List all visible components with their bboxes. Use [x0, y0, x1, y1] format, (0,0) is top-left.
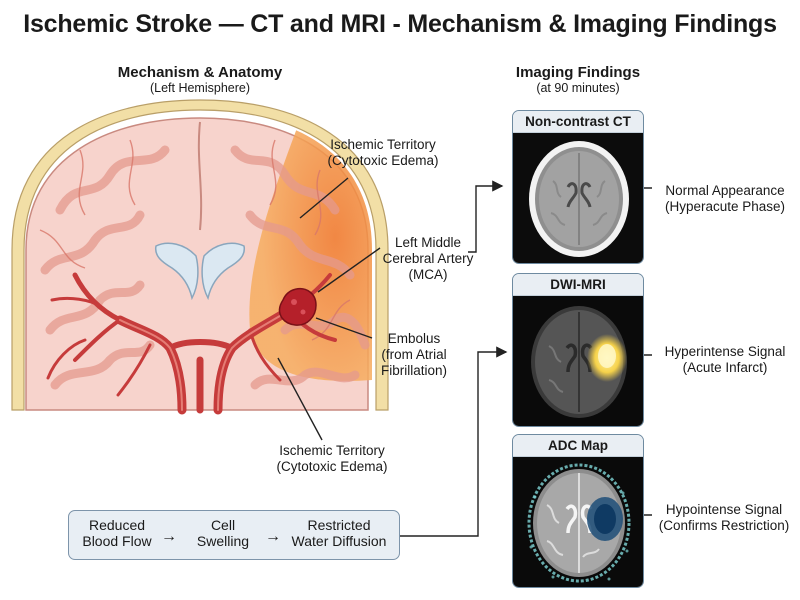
ct-scan-image [513, 133, 643, 263]
left-heading: Mechanism & Anatomy (Left Hemisphere) [70, 64, 330, 96]
right-heading-title: Imaging Findings [515, 64, 641, 81]
embolus-label: Embolus (from Atrial Fibrillation) [380, 331, 448, 379]
flow-arrow-1: → [161, 528, 177, 545]
dwi-panel: DWI-MRI [512, 273, 644, 427]
adc-panel-title: ADC Map [513, 435, 643, 457]
dwi-panel-title: DWI-MRI [513, 274, 643, 296]
pathophysiology-flow: Reduced Blood Flow → Cell Swelling → Res… [68, 510, 400, 560]
adc-map-image [513, 457, 643, 587]
ischemic-territory-bottom-label: Ischemic Territory (Cytotoxic Edema) [276, 443, 388, 475]
mca-label: Left Middle Cerebral Artery (MCA) [382, 235, 474, 283]
lateral-ventricles [154, 242, 199, 301]
ct-panel-title: Non-contrast CT [513, 111, 643, 133]
left-heading-subtitle: (Left Hemisphere) [149, 81, 251, 96]
skull [11, 99, 389, 411]
right-heading: Imaging Findings (at 90 minutes) [488, 64, 668, 96]
embolus [278, 287, 317, 326]
ischemic-territory-top-label: Ischemic Territory (Cytotoxic Edema) [327, 137, 439, 169]
flow-arrow-2: → [265, 528, 281, 545]
ct-finding-label: Normal Appearance (Hyperacute Phase) [664, 183, 786, 215]
adc-panel: ADC Map [512, 434, 644, 588]
right-heading-subtitle: (at 90 minutes) [536, 81, 620, 96]
flow-step-restricted-water-diffusion: Restricted Water Diffusion [291, 517, 387, 550]
ct-panel: Non-contrast CT [512, 110, 644, 264]
adc-finding-label: Hypointense Signal (Confirms Restriction… [658, 502, 790, 534]
dwi-finding-label: Hyperintense Signal (Acute Infarct) [664, 344, 786, 376]
page-title: Ischemic Stroke — CT and MRI - Mechanism… [23, 10, 777, 38]
flow-step-reduced-blood-flow: Reduced Blood Flow [82, 517, 152, 550]
dwi-scan-image [513, 296, 643, 426]
left-heading-title: Mechanism & Anatomy [117, 64, 283, 81]
flow-step-cell-swelling: Cell Swelling [196, 517, 250, 550]
